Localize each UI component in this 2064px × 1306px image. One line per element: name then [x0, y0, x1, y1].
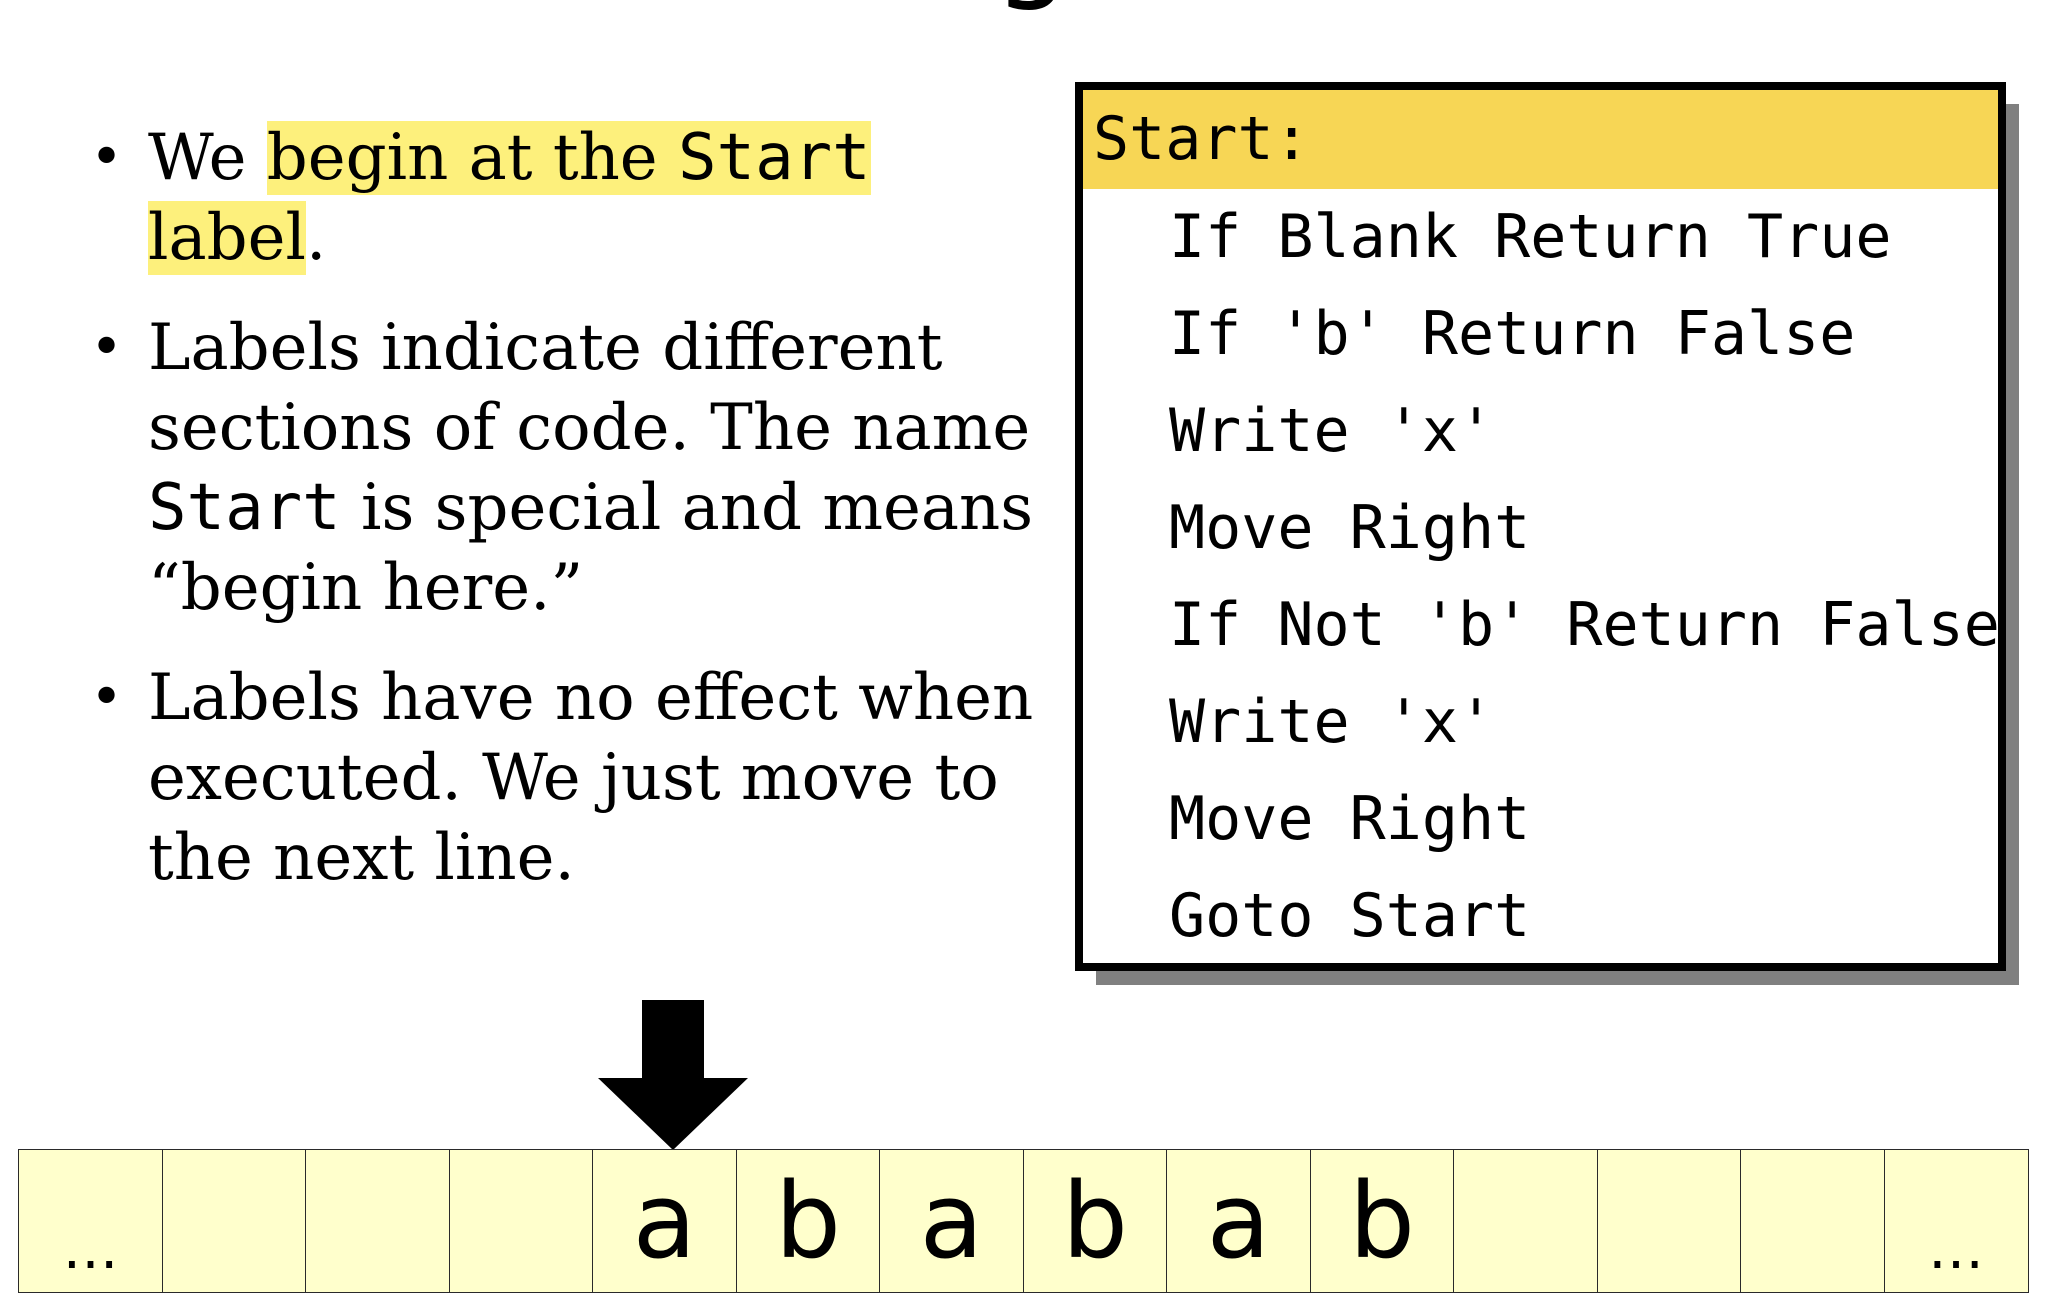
start-label: Start:: [1083, 90, 1998, 189]
bullet-icon: •: [90, 125, 124, 190]
tape-cell: [1596, 1149, 1742, 1293]
bullet-item: • Labels have no effect when executed. We…: [90, 658, 1040, 898]
code-line: If Blank Return True: [1169, 202, 1892, 272]
bullet-text: label: [148, 201, 306, 275]
bullet-text: Start: [148, 471, 341, 545]
bullet-list: • We begin at the Start label. • Labels ind…: [90, 118, 1040, 928]
bullet-text: Start: [678, 121, 871, 195]
code-line: Move Right: [1169, 493, 1531, 563]
bullet-text: We: [148, 121, 267, 195]
bullet-icon: •: [90, 665, 124, 730]
bullet-text: Labels have no effect when executed. We …: [148, 661, 1034, 895]
bullet-item: • We begin at the Start label.: [90, 118, 1040, 278]
tape-cell: b: [735, 1149, 881, 1293]
bullet-text: .: [305, 201, 327, 275]
bullet-item: • Labels indicate different sections of c…: [90, 308, 1040, 628]
tape-cell: …: [18, 1149, 163, 1293]
code-panel: Start: If Blank Return True If 'b' Return…: [1075, 82, 2006, 971]
code-line: Write 'x': [1169, 687, 1495, 757]
bullet-icon: •: [90, 315, 124, 380]
code-line: If 'b' Return False: [1169, 299, 1856, 369]
code-line: Write 'x': [1169, 396, 1495, 466]
tape-cell: b: [1309, 1149, 1455, 1293]
code-line: Goto Start: [1169, 881, 1531, 951]
tape-cell: a: [1166, 1149, 1311, 1293]
bullet-text: is special and means “begin here.”: [148, 471, 1034, 625]
tape-cell: b: [1022, 1149, 1168, 1293]
tape-cell: [448, 1149, 594, 1293]
bullet-text: Labels indicate different sections of co…: [148, 311, 1031, 465]
down-arrow-icon: [598, 1000, 748, 1150]
tape-cell: …: [1883, 1149, 2029, 1293]
tape-cell: [1740, 1149, 1885, 1293]
tape-cell: [1453, 1149, 1598, 1293]
slide-title-clip: g: [0, 0, 2064, 12]
tape-cell: [305, 1149, 450, 1293]
bullet-text: begin at the: [266, 121, 678, 195]
tape-cell: a: [879, 1149, 1024, 1293]
slide-title: g: [0, 0, 2064, 10]
code-line: If Not 'b' Return False: [1169, 590, 2000, 660]
code-line: Move Right: [1169, 784, 1531, 854]
tape-cell-head: a: [592, 1149, 737, 1293]
tape-cell: [161, 1149, 307, 1293]
